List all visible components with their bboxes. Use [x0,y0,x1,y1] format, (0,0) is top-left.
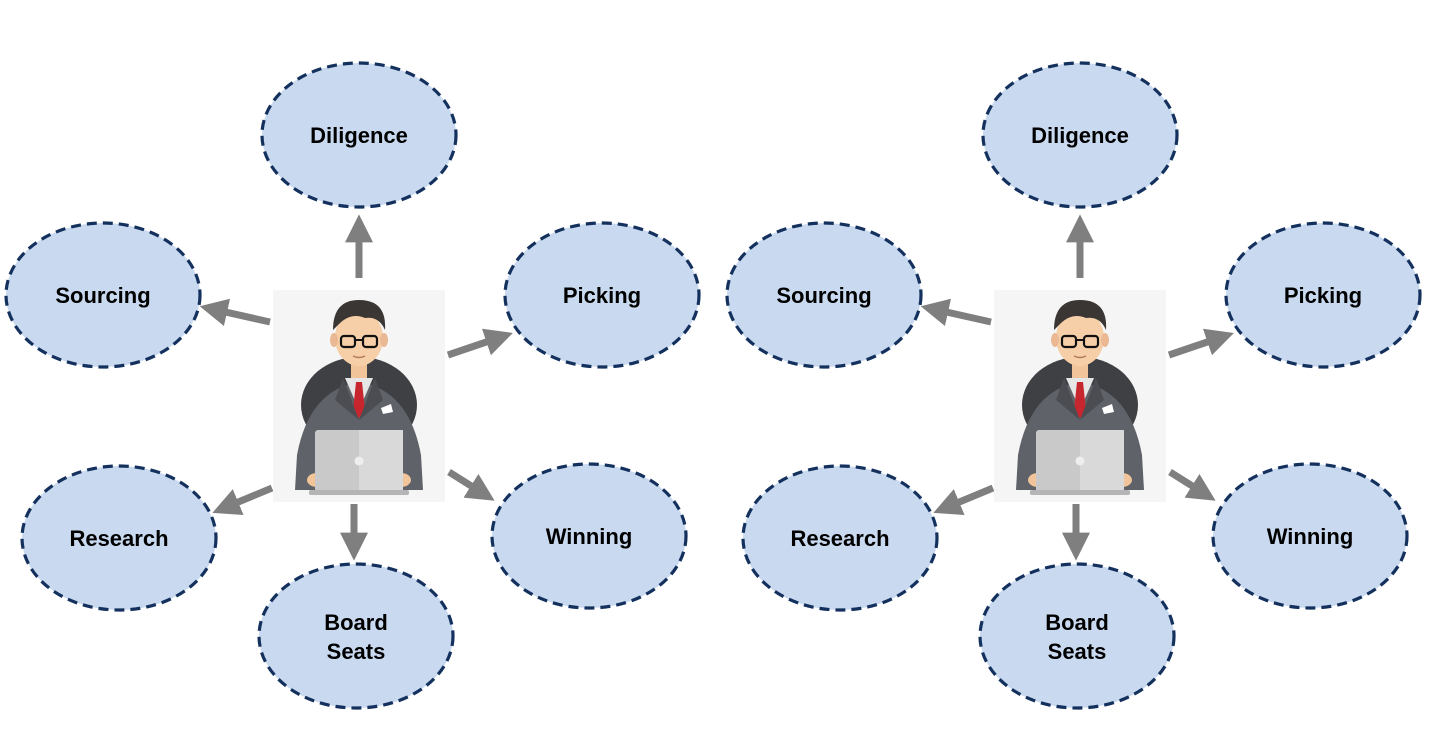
node-board-seats: Board Seats [257,562,455,710]
node-label: Picking [563,283,641,308]
node-label: Diligence [1031,123,1129,148]
arrow-to-picking [1167,328,1234,359]
node-label-line2: Seats [1048,639,1107,664]
node-label: Picking [1284,283,1362,308]
node-label: Research [69,526,168,551]
node-label: Sourcing [776,283,871,308]
arrow-to-sourcing [920,298,992,327]
cluster-right: Diligence Sourcing Picking Research Winn… [725,61,1422,710]
node-research: Research [20,464,218,612]
node-picking: Picking [1224,221,1422,369]
node-label: Winning [1267,524,1354,549]
arrows-right [920,214,1234,561]
arrow-to-picking [446,328,513,359]
arrows-left [199,214,513,561]
arrow-to-winning [1168,469,1216,501]
arrow-to-winning [447,469,495,501]
node-diligence: Diligence [260,61,458,209]
arrow-to-research [212,484,274,515]
arrow-to-sourcing [199,298,271,327]
cluster-left: Diligence Sourcing Picking Research Winn… [4,61,701,710]
businessman-at-laptop-icon [992,288,1168,504]
businessman-at-laptop-icon [271,288,447,504]
node-picking: Picking [503,221,701,369]
node-sourcing: Sourcing [4,221,202,369]
node-label: Research [790,526,889,551]
node-sourcing: Sourcing [725,221,923,369]
node-board-seats: Board Seats [978,562,1176,710]
node-winning: Winning [490,462,688,610]
node-label: Winning [546,524,633,549]
node-winning: Winning [1211,462,1409,610]
node-research: Research [741,464,939,612]
node-label: Sourcing [55,283,150,308]
node-label-line1: Board [324,610,388,635]
node-diligence: Diligence [981,61,1179,209]
node-label-line2: Seats [327,639,386,664]
arrow-to-research [933,484,995,515]
node-label: Diligence [310,123,408,148]
node-label-line1: Board [1045,610,1109,635]
